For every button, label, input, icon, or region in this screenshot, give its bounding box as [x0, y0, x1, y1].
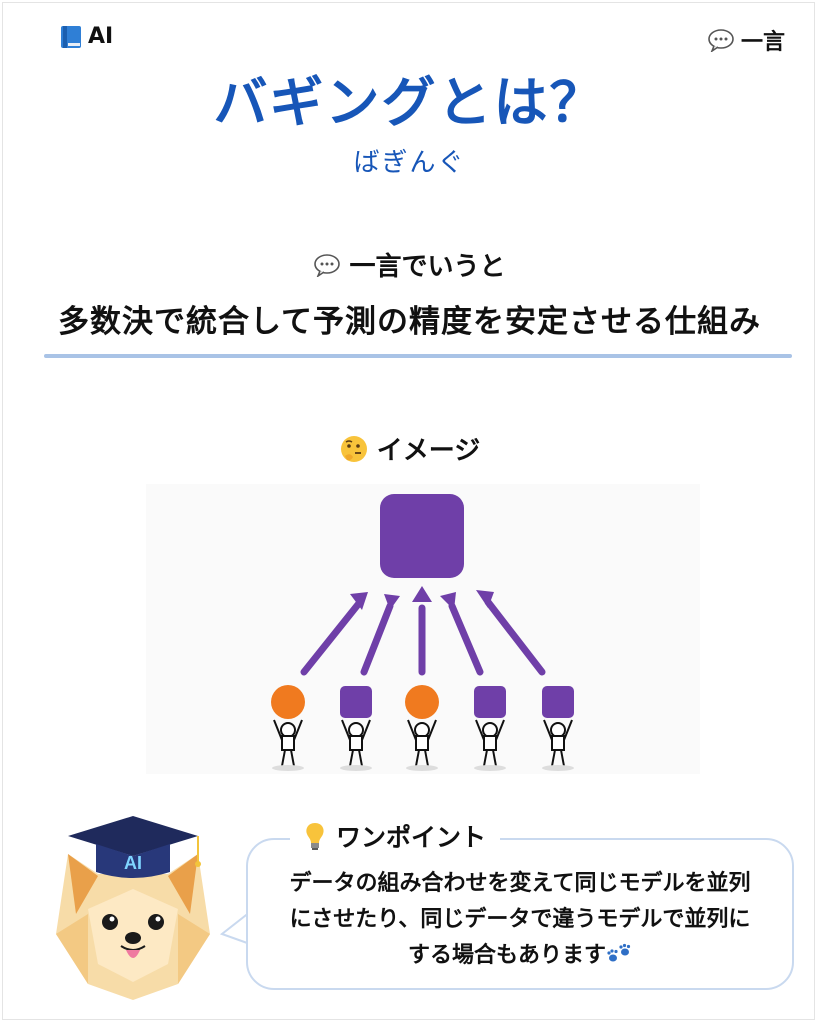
arrow-5	[484, 598, 546, 676]
speech-tail	[220, 911, 251, 945]
one-point-heading: ワンポイント	[290, 818, 501, 854]
one-point-line-3-row: する場合もあります	[250, 938, 790, 974]
thinking-face-icon	[340, 435, 367, 462]
model-person-5	[542, 686, 574, 771]
light-bulb-icon	[306, 823, 324, 850]
page-title: バギングとは？	[213, 71, 606, 134]
hitokoto-label: 一言	[707, 24, 785, 56]
bagging-illustration	[146, 484, 700, 774]
one-point-text: データの組み合わせを変えて同じモデルを並列 にさせたり、同じデータで違うモデルで…	[250, 866, 790, 974]
divider	[44, 354, 792, 358]
hitokoto-text: 一言	[740, 30, 785, 55]
one-point-heading-text: ワンポイント	[336, 823, 487, 852]
model-person-4	[474, 686, 506, 771]
model-person-2	[340, 686, 372, 771]
base-models	[271, 685, 574, 771]
arrow-4	[448, 602, 484, 676]
one-point-line-1: データの組み合わせを変えて同じモデルを並列	[289, 871, 751, 896]
one-point-line-2: にさせたり、同じデータで違うモデルで並列に	[289, 907, 751, 932]
model-person-1	[271, 685, 305, 771]
mascot-dog: AI	[48, 814, 218, 1004]
one-point-line-3: する場合もあります	[407, 943, 606, 968]
arrow-1	[300, 598, 364, 676]
summary-heading-text: 一言でいうと	[349, 252, 506, 282]
aggregated-model	[380, 494, 464, 578]
model-person-3	[405, 685, 439, 771]
category-text: AI	[88, 24, 114, 49]
image-heading-text: イメージ	[376, 436, 481, 466]
summary-heading: 一言でいうと	[0, 246, 819, 283]
one-point-bubble	[246, 838, 794, 990]
image-heading: イメージ	[0, 430, 819, 467]
blue-book-icon	[61, 25, 81, 48]
mascot-hat-label: AI	[124, 853, 142, 873]
category-label: AI	[60, 24, 113, 49]
summary-text: 多数決で統合して予測の精度を安定させる仕組み	[57, 304, 762, 340]
arrow-2	[360, 602, 394, 676]
paw-prints-icon	[607, 943, 631, 962]
speech-bubble-icon	[708, 29, 734, 52]
speech-bubble-icon	[314, 253, 341, 277]
term-reading: ばぎんぐ	[353, 148, 466, 178]
